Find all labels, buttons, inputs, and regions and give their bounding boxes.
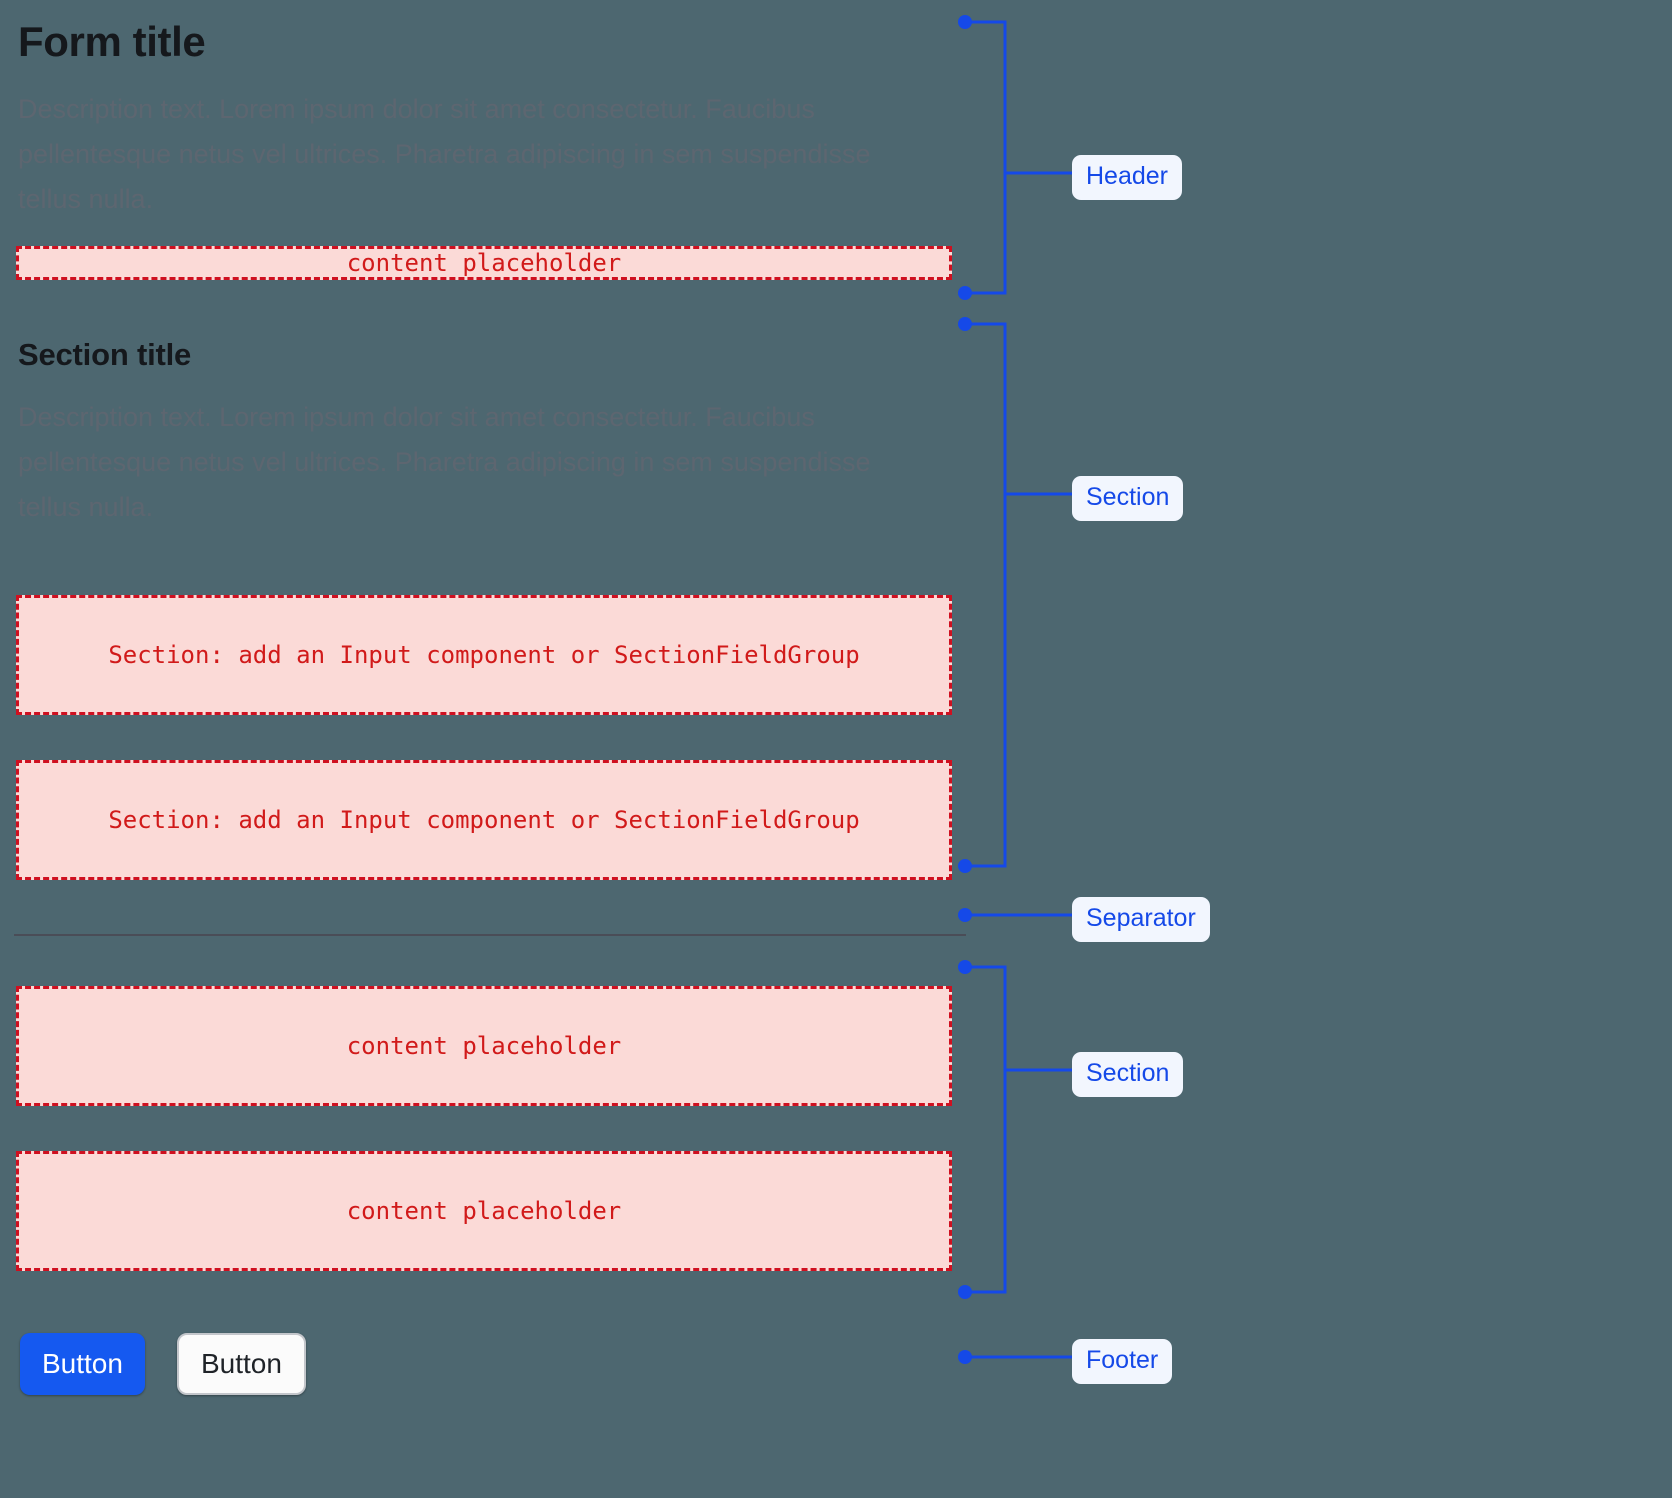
anchor-dot	[958, 286, 972, 300]
anchor-dot	[958, 960, 972, 974]
annotation-label-separator[interactable]: Separator	[1072, 897, 1210, 942]
section-field-placeholder-1: Section: add an Input component or Secti…	[16, 595, 952, 716]
primary-button[interactable]: Button	[20, 1333, 145, 1396]
section-one-bracket	[965, 322, 1007, 868]
separator	[14, 934, 966, 937]
header-description: Description text. Lorem ipsum dolor sit …	[18, 94, 871, 215]
section-two-content-placeholder-1: content placeholder	[16, 986, 952, 1107]
form-footer: Button Button	[20, 1333, 952, 1396]
annotation-label-footer[interactable]: Footer	[1072, 1339, 1173, 1384]
annotation-label-section-two[interactable]: Section	[1072, 1052, 1184, 1097]
header-bracket	[965, 20, 1007, 295]
annotation-label-section-one[interactable]: Section	[1072, 476, 1184, 521]
annotation-anchor-dots	[958, 15, 972, 1364]
secondary-button[interactable]: Button	[176, 1333, 306, 1396]
anchor-dot	[958, 317, 972, 331]
anchor-dot	[958, 15, 972, 29]
form-container: Form title Description text. Lorem ipsum…	[0, 18, 966, 1396]
section-description: Description text. Lorem ipsum dolor sit …	[18, 401, 871, 523]
anchor-dot	[958, 1350, 972, 1364]
anchor-dot	[958, 1285, 972, 1299]
annotation-label-header[interactable]: Header	[1072, 155, 1182, 200]
anchor-dot	[958, 859, 972, 873]
form-header: Form title Description text. Lorem ipsum…	[0, 18, 952, 281]
page-title: Form title	[18, 18, 206, 65]
header-content-placeholder: content placeholder	[16, 246, 952, 281]
form-section-two: content placeholder content placeholder	[0, 986, 952, 1272]
section-two-content-placeholder-2: content placeholder	[16, 1151, 952, 1272]
anchor-dot	[958, 908, 972, 922]
form-section-one: Section title Description text. Lorem ip…	[0, 337, 952, 881]
section-title: Section title	[18, 337, 192, 373]
section-two-bracket	[965, 965, 1007, 1294]
section-field-placeholder-2: Section: add an Input component or Secti…	[16, 760, 952, 881]
